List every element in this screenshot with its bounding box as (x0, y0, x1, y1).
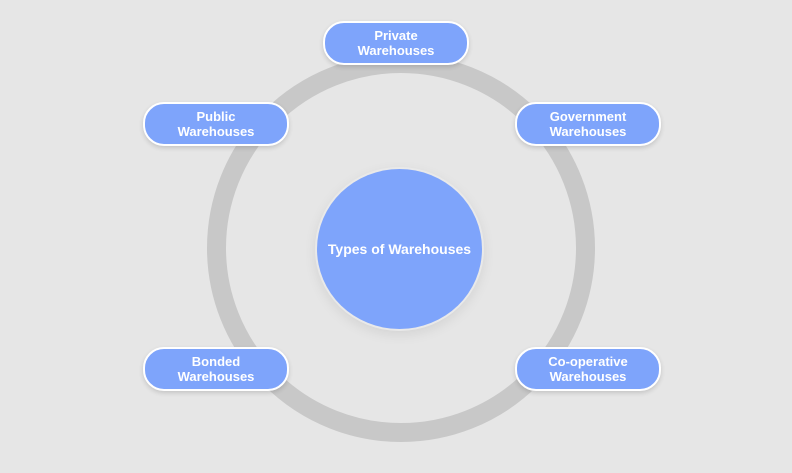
node-private-warehouses: Private Warehouses (323, 21, 469, 65)
node-bonded-warehouses: Bonded Warehouses (143, 347, 289, 391)
node-government-warehouses: Government Warehouses (515, 102, 661, 146)
node-label-line2: Warehouses (177, 369, 255, 384)
node-label-line2: Warehouses (549, 124, 627, 139)
node-label-line1: Private (374, 28, 418, 43)
node-label-line1: Co-operative (548, 354, 628, 369)
node-cooperative-warehouses: Co-operative Warehouses (515, 347, 661, 391)
center-node: Types of Warehouses (317, 169, 482, 329)
node-label-line2: Warehouses (549, 369, 627, 384)
node-public-warehouses: Public Warehouses (143, 102, 289, 146)
node-label-line2: Warehouses (177, 124, 255, 139)
node-label-line1: Bonded (191, 354, 241, 369)
node-label-line1: Government (549, 109, 627, 124)
node-label-line2: Warehouses (357, 43, 435, 58)
node-label-line1: Public (196, 109, 236, 124)
center-node-label: Types of Warehouses (327, 241, 472, 257)
